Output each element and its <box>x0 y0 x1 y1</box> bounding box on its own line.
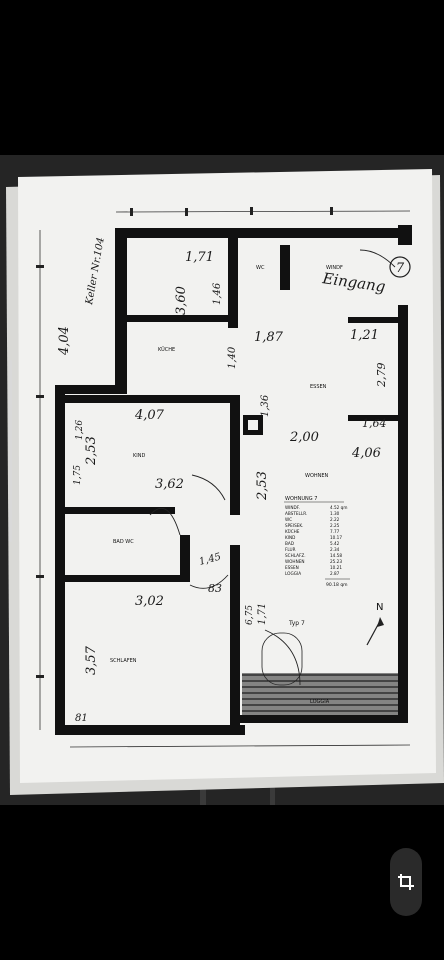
hw-living-e: 4,06 <box>351 446 381 461</box>
floor-plan-photo: 7 N KÜCHE KIND ESSEN WOHNEN BAD WC SCHLA… <box>0 155 444 805</box>
legend-row-label: BAD <box>285 541 294 546</box>
legend-row-value: 4.52 qm <box>330 505 347 510</box>
bottom-black-bar <box>0 805 444 960</box>
label-windf: WINDF <box>326 265 343 271</box>
hw-hall-b: 1,21 <box>350 328 379 343</box>
label-bad-wc: BAD WC <box>113 539 134 545</box>
legend-row-value: 14.58 <box>330 553 342 558</box>
hw-hall-c: 1,40 <box>227 346 238 369</box>
label-kueche: KÜCHE <box>158 346 175 353</box>
legend-row-value: 25.23 <box>330 559 342 564</box>
hw-bed-b: 83 <box>208 582 222 595</box>
legend-row-value: 10.21 <box>330 565 342 570</box>
legend-row-label: ABSTELLR. <box>285 511 307 516</box>
hw-bed-e: 6,75 <box>245 605 255 625</box>
legend-row-value: 2.25 <box>330 523 340 528</box>
hw-kitchen-b: 1,46 <box>212 282 223 305</box>
area-legend: WOHNUNG 7 WINDF. 4.52 qm ABSTELLR. 1.30 WC… <box>284 496 350 588</box>
legend-row-label: WC <box>285 517 292 522</box>
unit-number: 7 <box>396 261 405 276</box>
floor-plan-drawing: 7 N KÜCHE KIND ESSEN WOHNEN BAD WC SCHLA… <box>0 155 444 805</box>
hw-kitchen-w: 1,71 <box>185 250 214 265</box>
crop-icon <box>398 874 414 890</box>
hw-bed-d: 1,71 <box>257 603 268 625</box>
unit-number-circle <box>389 256 411 278</box>
hw-hall-d: 2,53 <box>255 471 270 501</box>
label-wohnen: WOHNEN <box>305 473 329 479</box>
legend-row-value: 2.87 <box>330 571 340 576</box>
legend-row-label: KÜCHE <box>285 529 300 534</box>
crop-button[interactable] <box>390 848 422 916</box>
legend-total: 90.18 qm <box>326 582 348 588</box>
top-black-bar <box>0 0 444 155</box>
legend-row-label: WOHNEN <box>285 559 305 564</box>
scroll-indicator[interactable] <box>9 360 12 542</box>
legend-row-label: KIND <box>285 535 295 540</box>
legend-row-label: FLUR <box>285 547 296 552</box>
hw-bed-f: 81 <box>75 713 88 724</box>
legend-row-label: LOGGIA <box>285 571 301 576</box>
hw-living-a: 2,79 <box>375 363 388 389</box>
label-loggia: LOGGIA <box>310 699 330 705</box>
hw-living-c: 2,00 <box>289 430 319 445</box>
hw-kid-c: 2,53 <box>84 436 99 466</box>
north-label: N <box>376 602 383 613</box>
label-essen: ESSEN <box>310 384 327 390</box>
legend-row-value: 2.22 <box>330 517 340 522</box>
hw-kitchen-a: 3,60 <box>174 286 189 315</box>
hw-kid-d: 3,62 <box>155 477 184 492</box>
legend-row-label: SCHLAFZ. <box>285 553 306 558</box>
legend-row-value: 5.42 <box>330 541 340 546</box>
legend-row-value: 2.34 <box>330 547 340 552</box>
hw-floor-height: 4,04 <box>57 326 72 356</box>
hw-living-b: 1,36 <box>260 394 271 417</box>
label-typ: Typ 7 <box>288 620 305 627</box>
legend-row-value: 1.30 <box>330 511 340 516</box>
label-wc: WC <box>256 265 265 271</box>
hw-bed-a: 3,02 <box>135 594 164 609</box>
legend-title: WOHNUNG 7 <box>285 496 317 502</box>
label-kind: KIND <box>133 453 145 459</box>
legend-row-label: WINDF. <box>285 505 300 510</box>
legend-row-value: 10.17 <box>330 535 342 540</box>
hw-kid-b: 1,26 <box>75 420 85 440</box>
hw-kid-e: 1,75 <box>73 465 83 485</box>
hw-kid-a: 4,07 <box>134 408 165 423</box>
legend-row-label: ESSEN <box>285 565 299 570</box>
legend-row-value: 7.77 <box>330 529 340 534</box>
hw-bed-c: 3,57 <box>84 645 99 675</box>
hw-living-d: 1,64 <box>362 417 387 430</box>
label-schlafen: SCHLAFEN <box>110 658 137 664</box>
legend-row-label: SPEISEK. <box>285 523 303 528</box>
hw-hall-a: 1,87 <box>254 330 284 345</box>
